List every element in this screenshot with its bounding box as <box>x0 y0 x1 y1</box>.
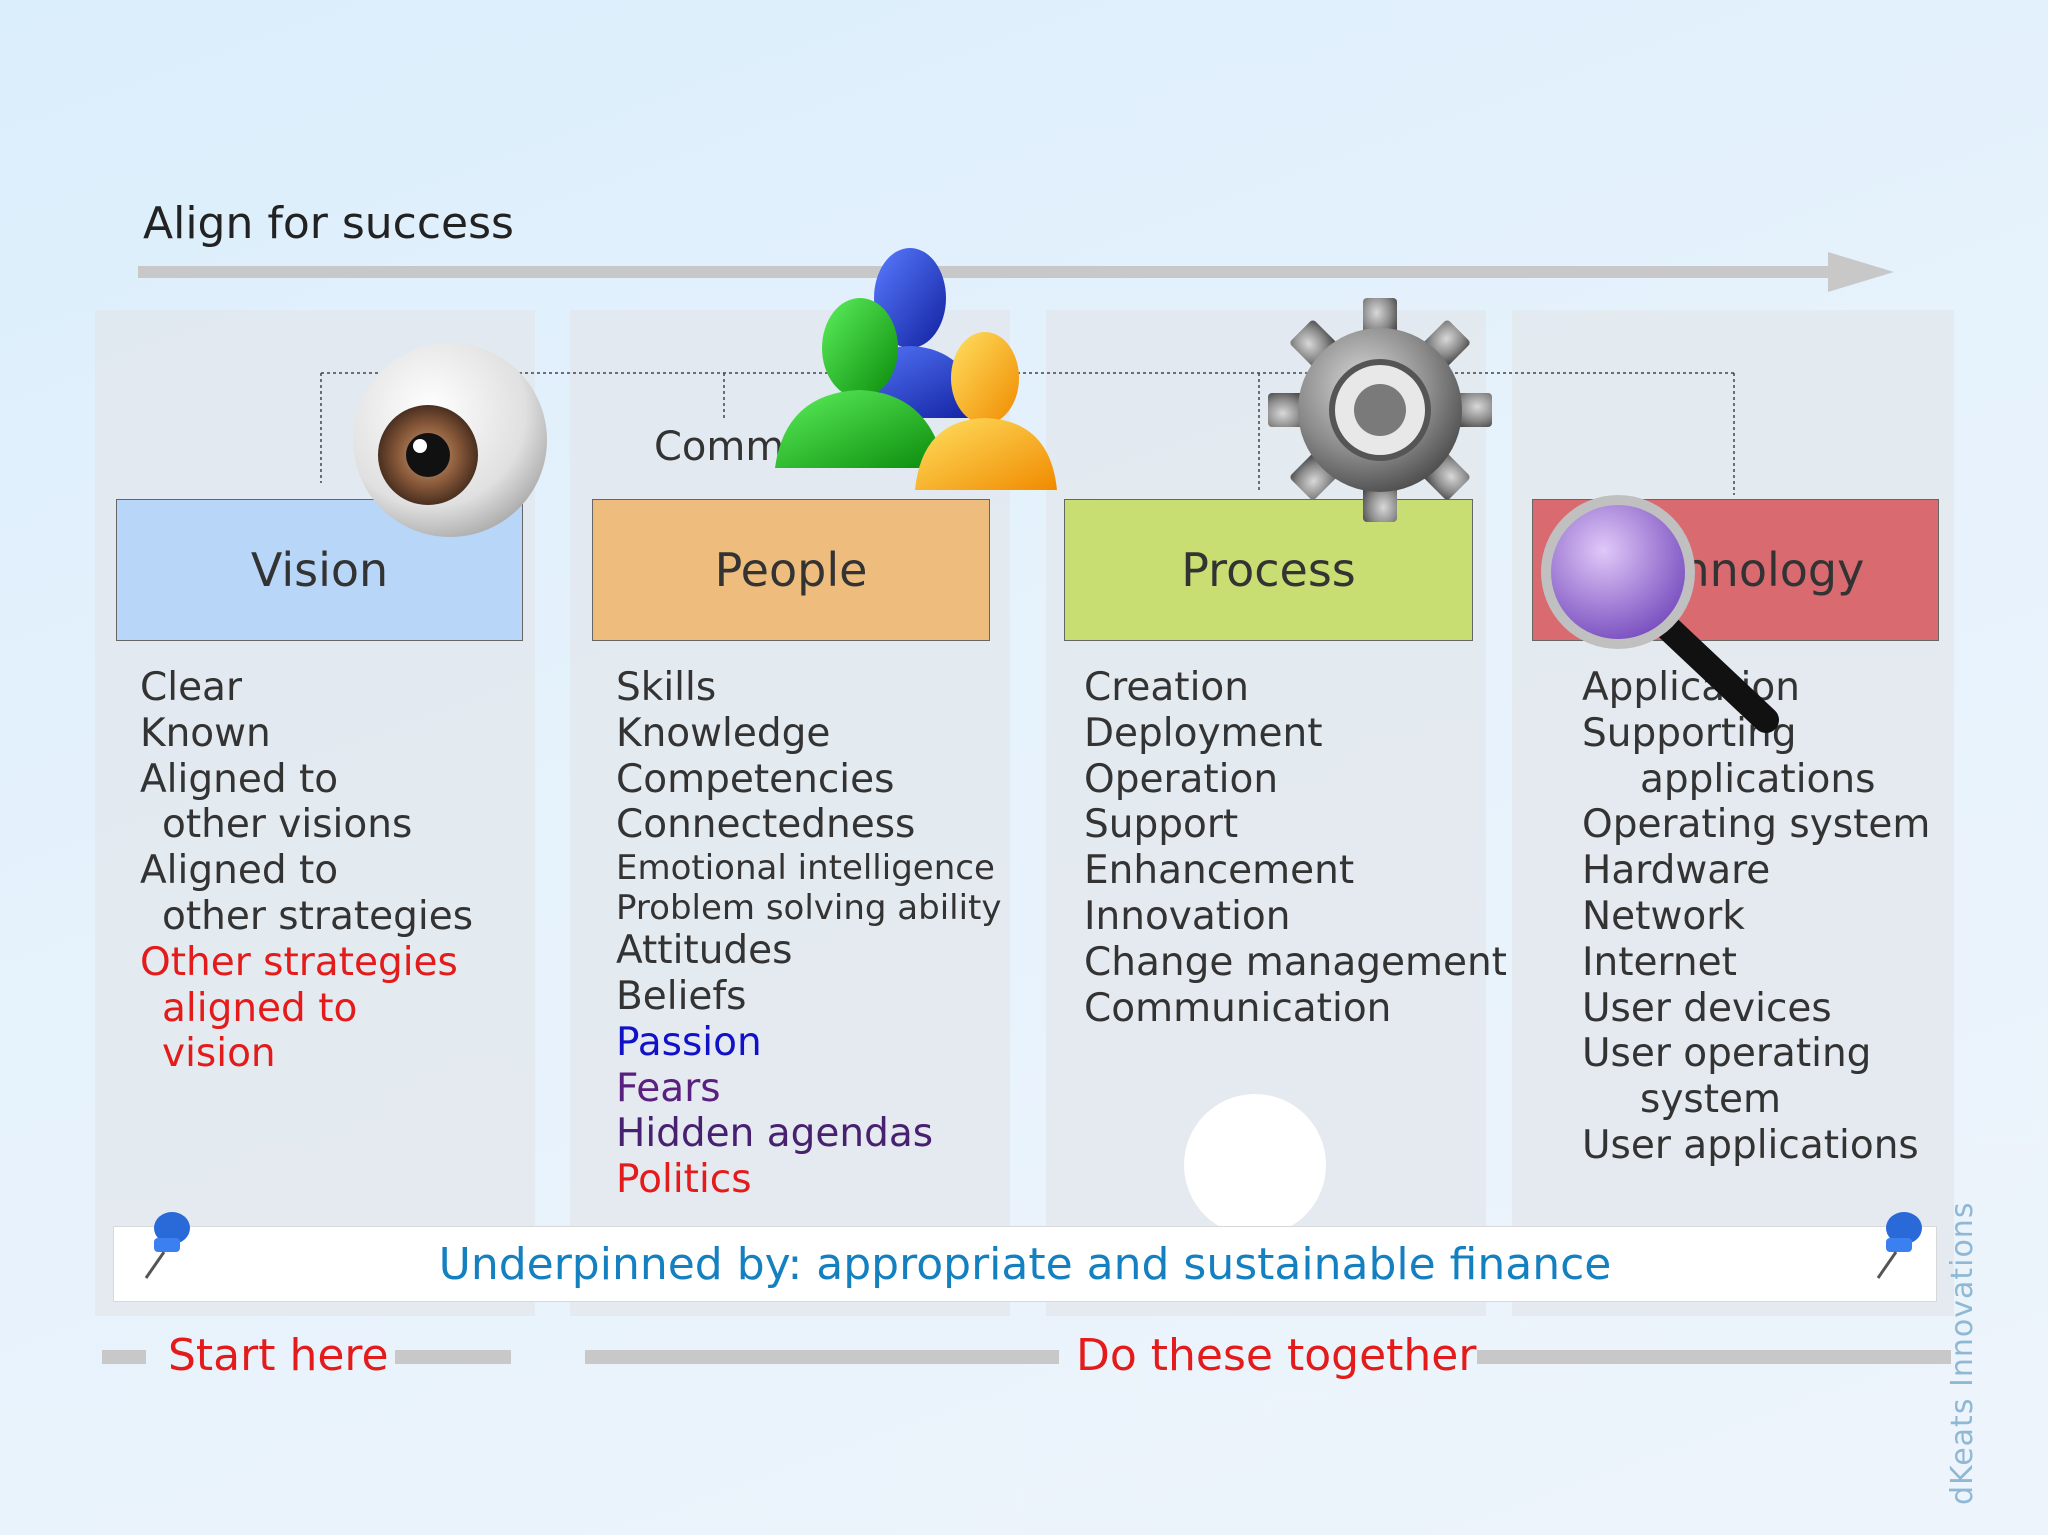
vision-item: other visions <box>162 802 413 848</box>
process-item: Enhancement <box>1084 848 1355 894</box>
communication-label: Comm <box>654 424 785 470</box>
technology-item: Network <box>1582 893 1745 939</box>
technology-item: system <box>1640 1077 1781 1123</box>
pushpin-icon <box>144 1212 190 1279</box>
technology-item: User devices <box>1582 985 1832 1031</box>
finance-banner: Underpinned by: appropriate and sustaina… <box>113 1226 1937 1302</box>
highlight-circle <box>1184 1094 1326 1236</box>
process-item: Operation <box>1084 756 1279 802</box>
people-item: Beliefs <box>616 973 747 1019</box>
vision-item: Other strategies <box>140 939 458 985</box>
footer-bar <box>102 1350 146 1364</box>
technology-item: User applications <box>1582 1122 1919 1168</box>
people-item: Problem solving ability <box>616 888 1002 929</box>
technology-panel <box>1512 310 1954 1316</box>
footer-bar <box>395 1350 511 1364</box>
finance-text: Underpinned by: appropriate and sustaina… <box>438 1238 1612 1290</box>
process-item: Deployment <box>1084 710 1323 756</box>
vision-item: vision <box>162 1031 276 1077</box>
watermark: dKeats Innovations <box>1945 1201 1980 1505</box>
people-group-icon <box>775 248 1057 490</box>
vision-item: Aligned to <box>140 756 339 802</box>
people-item: Politics <box>616 1157 752 1203</box>
people-item: Fears <box>616 1065 721 1111</box>
vision-item: aligned to <box>162 985 358 1031</box>
vision-header-label: Vision <box>250 543 389 597</box>
footer-bar <box>585 1350 1059 1364</box>
technology-item: Hardware <box>1582 848 1771 894</box>
people-item: Attitudes <box>616 928 793 974</box>
progress-arrow <box>138 252 1894 292</box>
people-header: People <box>592 499 990 641</box>
pushpin-icon <box>1876 1212 1922 1279</box>
process-item: Creation <box>1084 665 1250 710</box>
people-item: Emotional intelligence <box>616 848 995 889</box>
technology-item: User operating <box>1582 1031 1872 1077</box>
vision-item: Clear <box>140 665 242 710</box>
vision-item: Aligned to <box>140 848 339 894</box>
process-header: Process <box>1064 499 1473 641</box>
process-item: Change management <box>1084 939 1507 985</box>
start-here-label: Start here <box>168 1330 389 1381</box>
people-item: Passion <box>616 1019 762 1065</box>
technology-item: Internet <box>1582 939 1737 985</box>
do-together-label: Do these together <box>1076 1330 1477 1381</box>
process-item: Innovation <box>1084 893 1291 939</box>
people-header-label: People <box>714 543 868 597</box>
communication-connectors <box>320 372 1735 495</box>
process-header-label: Process <box>1181 543 1356 597</box>
vision-item: Known <box>140 710 271 756</box>
process-item: Communication <box>1084 985 1392 1031</box>
people-item: Skills <box>616 665 717 710</box>
eye-icon <box>353 343 547 537</box>
page-title: Align for success <box>143 198 514 249</box>
magnifier-icon <box>1541 495 1779 733</box>
technology-item: applications <box>1640 756 1876 802</box>
vision-item: other strategies <box>162 893 474 939</box>
process-item: Support <box>1084 802 1239 848</box>
footer-bar <box>1477 1350 1951 1364</box>
gear-icon <box>1268 298 1492 522</box>
people-item: Connectedness <box>616 802 916 848</box>
people-item: Competencies <box>616 756 895 802</box>
technology-item: Operating system <box>1582 802 1931 848</box>
people-item: Knowledge <box>616 710 831 756</box>
people-item: Hidden agendas <box>616 1111 934 1157</box>
